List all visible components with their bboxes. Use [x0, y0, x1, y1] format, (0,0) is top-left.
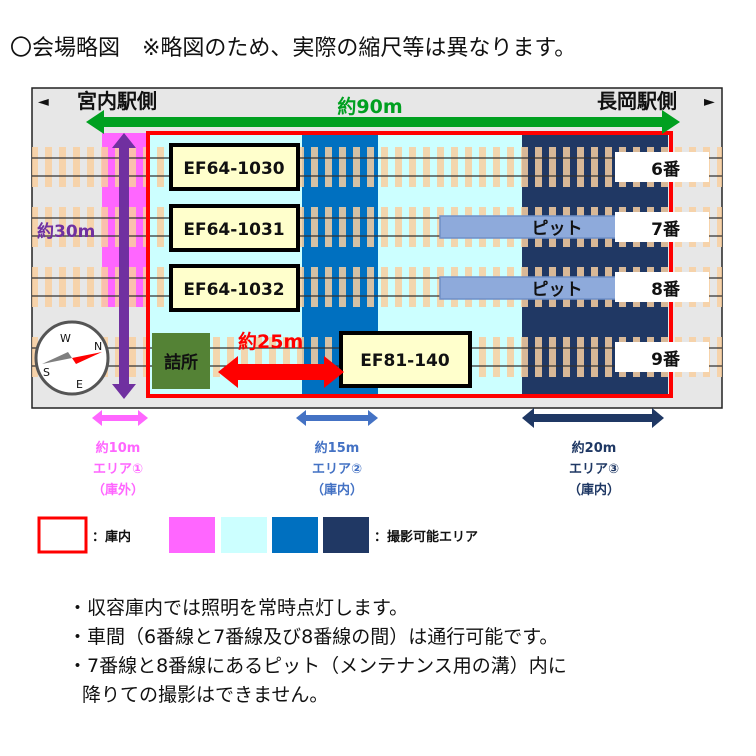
area-2-name: エリア②	[312, 462, 362, 477]
gap-arrow	[218, 356, 344, 388]
compass-icon: N E S W	[34, 320, 110, 396]
area-2-size: 約15m	[315, 440, 360, 456]
length-arrow	[86, 110, 680, 134]
loco-ef64-1031	[169, 204, 300, 252]
legend-swatch-lightblue	[221, 517, 267, 553]
loco-label-ef64-1030: EF64-1030	[183, 159, 284, 179]
note-1: ・収容庫内では照明を常時点灯します。	[68, 597, 409, 619]
legend-inside-label: ：庫内	[92, 529, 131, 545]
area-1-place: （庫外）	[92, 482, 144, 498]
area-2-arrow	[296, 410, 378, 426]
track-label-6: 6番	[651, 160, 681, 180]
legend-swatch-blue	[272, 517, 318, 553]
area-3-arrow	[522, 408, 664, 428]
length-label: 約90m	[337, 95, 402, 118]
legend-shoot-label: ：撮影可能エリア	[374, 529, 478, 545]
right-arrow-glyph: ►	[704, 94, 715, 110]
track-label-box-8	[615, 272, 709, 302]
pit-track-7	[439, 215, 619, 239]
loco-label-ef64-1032: EF64-1032	[183, 280, 284, 300]
loco-ef81-140	[339, 331, 472, 388]
page-title: 〇会場略図 ※略図のため、実際の縮尺等は異なります。	[10, 36, 577, 61]
legend-inside-swatch	[37, 516, 88, 554]
legend-swatch-navy	[323, 517, 369, 553]
loco-label-ef81-140: EF81-140	[360, 351, 450, 371]
left-side-label: 宮内駅側	[77, 89, 157, 113]
notes: ・収容庫内では照明を常時点灯します。 ・車間（6番線と7番線及び8番線の間）は通…	[68, 594, 567, 710]
area-3-place: （庫内）	[568, 482, 620, 498]
area-3-name: エリア③	[569, 462, 619, 477]
track-label-9: 9番	[651, 350, 681, 370]
track-label-box-6	[615, 152, 709, 182]
area-1-name: エリア①	[93, 462, 143, 477]
compass-e: E	[76, 378, 83, 391]
area-3-size: 約20m	[572, 440, 617, 456]
note-3-continued: 降りての撮影はできません。	[82, 684, 329, 706]
depot-outline	[146, 131, 673, 398]
area-1-arrow	[92, 410, 148, 426]
track-label-box-9	[615, 342, 709, 372]
track-label-box-7	[615, 212, 709, 242]
left-arrow-glyph: ◄	[38, 94, 49, 110]
right-side-label: 長岡駅側	[597, 89, 677, 113]
loco-ef64-1030	[169, 143, 300, 191]
area-2-place: （庫内）	[311, 482, 363, 498]
track-label-8: 8番	[651, 280, 681, 300]
area-1-size: 約10m	[96, 440, 141, 456]
gap-label: 約25m	[238, 330, 303, 353]
compass-n: N	[94, 340, 102, 353]
width-arrow	[112, 133, 136, 399]
office-box	[152, 333, 210, 389]
width-label: 約30m	[37, 221, 95, 242]
legend-swatch-pink	[169, 517, 215, 553]
loco-ef64-1032	[169, 264, 300, 312]
pit-track-8	[439, 276, 619, 300]
compass-s: S	[43, 366, 50, 379]
loco-label-ef64-1031: EF64-1031	[183, 220, 284, 240]
note-2: ・車間（6番線と7番線及び8番線の間）は通行可能です。	[68, 626, 559, 648]
pit-label-8: ピット	[532, 280, 583, 300]
compass-w: W	[60, 332, 71, 345]
pit-label-7: ピット	[532, 219, 583, 239]
office-label: 詰所	[164, 352, 198, 373]
note-3: ・7番線と8番線にあるピット（メンテナンス用の溝）内に	[68, 655, 567, 677]
track-label-7: 7番	[651, 220, 681, 240]
